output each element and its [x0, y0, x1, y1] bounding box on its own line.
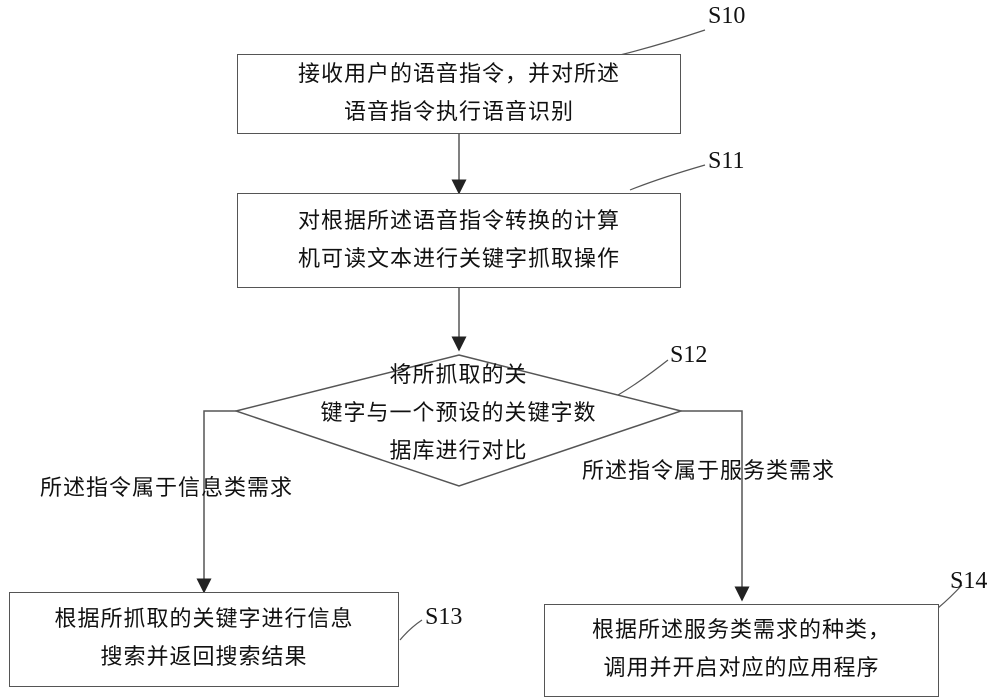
step-s11-line-2: 机可读文本进行关键字抓取操作 [297, 247, 620, 272]
branch-label-right: 所述指令属于服务类需求 [582, 459, 836, 484]
step-box-s14 [544, 604, 939, 697]
step-text-s13: 根据所抓取的关键字进行信息 搜索并返回搜索结果 [9, 601, 399, 677]
step-s14-line-1: 根据所述服务类需求的种类， [591, 618, 891, 643]
leader-s14 [937, 584, 963, 609]
step-s14-line-2: 调用并开启对应的应用程序 [603, 656, 880, 681]
step-box-s10 [237, 54, 681, 134]
step-label-s14: S14 [950, 568, 988, 594]
step-label-s13: S13 [425, 604, 463, 630]
leader-s10 [619, 29, 706, 56]
arrow-s12-to-s14 [681, 410, 750, 602]
branch-label-left: 所述指令属于信息类需求 [40, 476, 294, 501]
step-s10-line-1: 接收用户的语音指令，并对所述 [297, 62, 620, 87]
decision-diamond [233, 354, 684, 487]
step-s12-line-1: 将所抓取的关 [389, 363, 528, 388]
step-label-s10: S10 [708, 3, 746, 29]
step-s13-line-1: 根据所抓取的关键字进行信息 [54, 607, 354, 632]
arrow-s12-to-s13 [196, 410, 236, 594]
step-text-s12: 将所抓取的关 键字与一个预设的关键字数 据库进行对比 [236, 357, 681, 471]
step-label-s11: S11 [708, 148, 745, 174]
step-s12-line-2: 键字与一个预设的关键字数 [320, 401, 597, 426]
leader-s11 [629, 164, 706, 191]
step-text-s10: 接收用户的语音指令，并对所述 语音指令执行语音识别 [237, 56, 681, 132]
leader-s12 [617, 359, 669, 396]
step-box-s13 [9, 592, 399, 687]
step-s12-line-3: 据库进行对比 [389, 439, 528, 464]
step-s10-line-2: 语音指令执行语音识别 [343, 100, 574, 125]
step-s13-line-2: 搜索并返回搜索结果 [100, 645, 308, 670]
step-box-s11 [237, 193, 681, 288]
step-label-s12: S12 [670, 342, 708, 368]
step-s11-line-1: 对根据所述语音指令转换的计算 [297, 209, 620, 234]
step-text-s11: 对根据所述语音指令转换的计算 机可读文本进行关键字抓取操作 [237, 203, 681, 279]
step-text-s14: 根据所述服务类需求的种类， 调用并开启对应的应用程序 [544, 612, 939, 688]
leader-s13 [399, 619, 423, 641]
